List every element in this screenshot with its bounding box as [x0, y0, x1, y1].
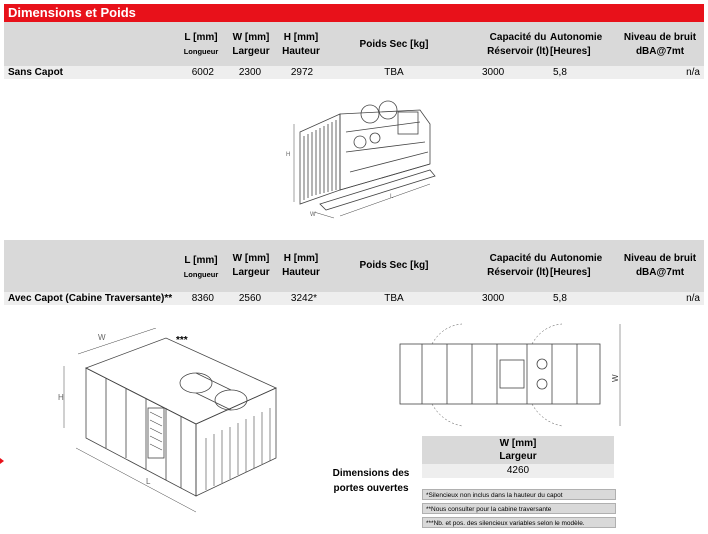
genset-canopy-drawing: H W L [58, 328, 277, 513]
row-length: 6002 [191, 67, 214, 78]
header-width-sub: Largeur [232, 46, 270, 57]
header-width: W [mm] [232, 32, 270, 43]
row-autonomy: 5,8 [553, 67, 567, 78]
header-length: L [mm] [184, 32, 218, 43]
row-capacity: 3000 [482, 293, 505, 304]
doors-width-value: 4260 [422, 464, 614, 478]
header-autonomy-sub: [Heures] [550, 46, 591, 57]
h-dim-label: H [286, 152, 290, 158]
header-capacity-sub: Réservoir (lt) [487, 46, 549, 57]
genset-top-view-drawing: W [399, 323, 621, 427]
header-height-sub: Hauteur [282, 46, 320, 57]
header-height: H [mm] [283, 253, 319, 264]
l-dim-label: L [146, 477, 151, 486]
row-length: 8360 [191, 293, 214, 304]
header-weight: Poids Sec [kg] [359, 39, 429, 50]
table-row: Avec Capot (Cabine Traversante)** 8360 2… [4, 292, 704, 305]
h-dim-label: H [58, 393, 64, 402]
row-height: 3242* [290, 293, 318, 304]
w-dim-label: W [310, 212, 316, 218]
header-noise: Niveau de bruit [623, 253, 697, 264]
table-row: Sans Capot 6002 2300 2972 TBA 3000 5,8 n… [4, 66, 704, 79]
row-width: 2300 [238, 67, 262, 78]
header-autonomy: Autonomie [550, 253, 603, 264]
table-header-2: L [mm] Longueur W [mm] Largeur H [mm] Haute… [4, 240, 704, 292]
footnote-silencer-height: *Silencieux non inclus dans la hauteur d… [422, 489, 616, 500]
header-noise: Niveau de bruit [623, 32, 697, 43]
table-header-1: L [mm] Longueur W [mm] Largeur H [mm] Haute… [4, 22, 704, 66]
header-length-sub: Longueur [183, 270, 219, 279]
header-autonomy-sub: [Heures] [550, 267, 591, 278]
genset-open-drawing: H W L [286, 100, 436, 219]
header-length-sub: Longueur [183, 47, 219, 56]
w-dim-label: W [611, 374, 620, 382]
row-name: Avec Capot (Cabine Traversante)** [8, 293, 173, 304]
section-title: Dimensions et Poids [4, 4, 704, 22]
doors-width-header: W [mm] Largeur [422, 436, 614, 464]
header-noise-sub: dBA@7mt [635, 46, 685, 57]
header-width: W [mm] [232, 253, 270, 264]
header-capacity-sub: Réservoir (lt) [487, 267, 549, 278]
row-noise: n/a [686, 67, 700, 78]
row-width: 2560 [238, 293, 262, 304]
row-height: 2972 [290, 67, 314, 78]
header-height-sub: Hauteur [282, 267, 320, 278]
doors-open-label-line2: portes ouvertes [333, 483, 409, 494]
footnotes: *Silencieux non inclus dans la hauteur d… [422, 489, 616, 531]
row-weight: TBA [384, 67, 404, 78]
silencer-note-marker: *** [176, 335, 188, 346]
header-autonomy: Autonomie [550, 32, 603, 43]
header-capacity: Capacité du [489, 32, 547, 43]
doors-open-label-line1: Dimensions des [332, 468, 410, 479]
w-dim-label: W [98, 333, 106, 342]
header-width-sub: Largeur [232, 267, 270, 278]
doors-width-title: W [mm] [499, 438, 537, 449]
header-height: H [mm] [283, 32, 319, 43]
doors-open-table: W [mm] Largeur 4260 [422, 436, 614, 478]
page-marker-icon [0, 458, 4, 464]
footnote-cabin: **Nous consulter pour la cabine traversa… [422, 503, 616, 514]
row-weight: TBA [384, 293, 404, 304]
row-name: Sans Capot [8, 67, 64, 78]
row-capacity: 3000 [482, 67, 505, 78]
header-weight: Poids Sec [kg] [359, 260, 429, 271]
header-length: L [mm] [184, 255, 218, 266]
doors-width-sub: Largeur [499, 451, 537, 462]
doors-open-label: Dimensions des portes ouvertes [326, 466, 416, 496]
row-noise: n/a [686, 293, 700, 304]
l-dim-label: L [390, 194, 394, 200]
header-capacity: Capacité du [489, 253, 547, 264]
row-autonomy: 5,8 [553, 293, 567, 304]
footnote-silencer-position: ***Nb. et pos. des silencieux variables … [422, 517, 616, 528]
header-noise-sub: dBA@7mt [635, 267, 685, 278]
